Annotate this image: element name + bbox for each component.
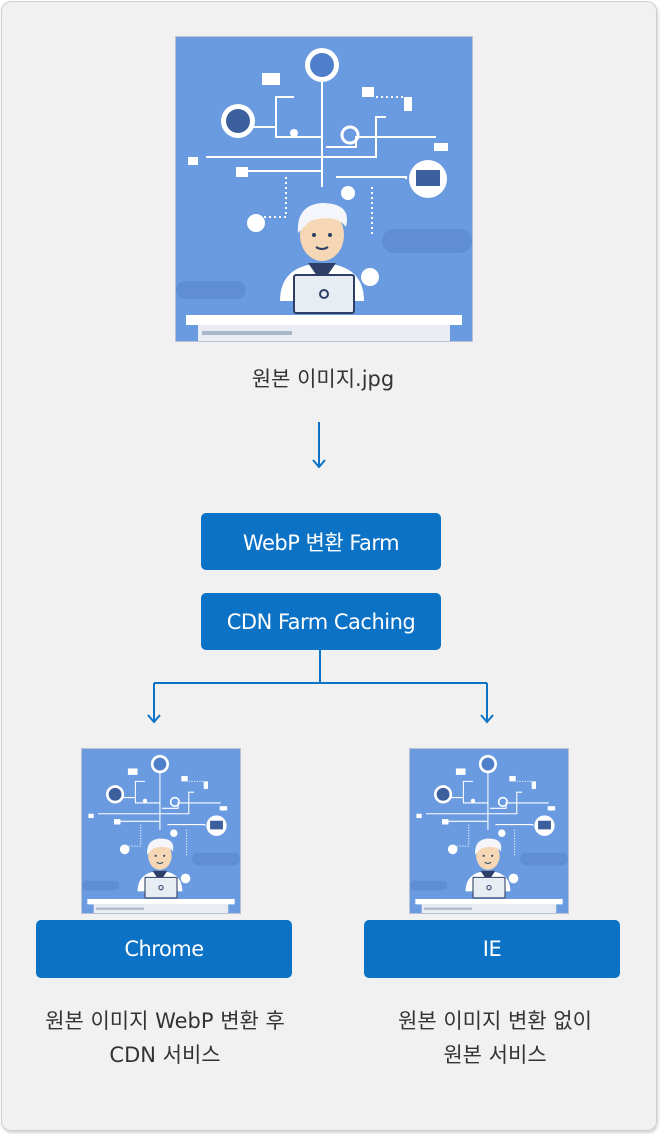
source-image (175, 36, 473, 342)
source-image-filename: 원본 이미지.jpg (251, 367, 395, 391)
chrome-caption: 원본 이미지 WebP 변환 후 CDN 서비스 (10, 1004, 320, 1072)
ie-caption-line1: 원본 이미지 변환 없이 (398, 1009, 592, 1033)
webp-conversion-farm-box: WebP 변환 Farm (201, 513, 441, 570)
ie-browser-box: IE (364, 920, 620, 978)
ie-output-image (409, 748, 569, 914)
chrome-output-image (81, 748, 241, 914)
chrome-caption-line2: CDN 서비스 (109, 1043, 221, 1067)
chrome-caption-line1: 원본 이미지 WebP 변환 후 (45, 1009, 285, 1033)
chrome-browser-box: Chrome (36, 920, 292, 978)
ie-caption: 원본 이미지 변환 없이 원본 서비스 (340, 1004, 650, 1072)
cdn-farm-caching-box: CDN Farm Caching (201, 593, 441, 650)
ie-caption-line2: 원본 서비스 (443, 1043, 547, 1067)
